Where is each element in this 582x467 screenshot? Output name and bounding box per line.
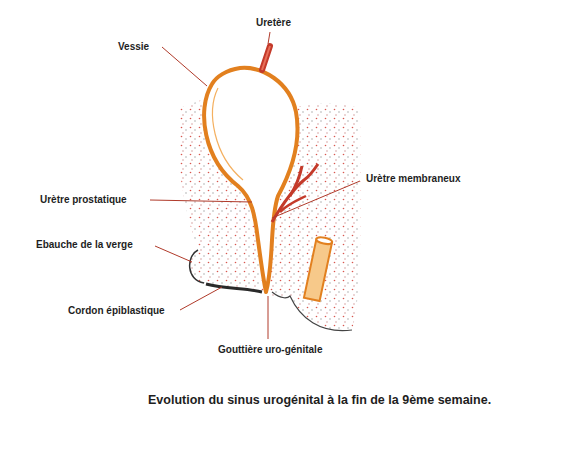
leader-line (155, 246, 192, 262)
ureter (262, 46, 270, 70)
bladder-inner (213, 88, 243, 180)
leader-line (268, 32, 270, 44)
rectum-cylinder (304, 236, 333, 301)
organ-label: Vessie (118, 41, 149, 53)
part-label: Cordon épiblastique (68, 305, 165, 317)
leader-line (162, 47, 207, 86)
penis-bud-outline (190, 250, 204, 283)
figure-caption: Evolution du sinus urogénital à la fin d… (148, 392, 548, 408)
ejaculatory-duct (272, 164, 318, 222)
leader-line (268, 296, 269, 339)
leader-line (180, 287, 222, 310)
organ-label: Uretère (256, 17, 291, 29)
part-label: Urètre membraneux (366, 173, 460, 185)
leader-line (272, 181, 360, 218)
part-label: Gouttière uro-génitale (218, 344, 322, 356)
bladder-urethra (204, 68, 298, 292)
part-label: Ebauche de la verge (36, 239, 133, 251)
part-label: Urètre prostatique (40, 194, 127, 206)
leader-line (150, 200, 252, 202)
ureter-lumen (262, 46, 270, 70)
ejaculatory-duct (290, 166, 302, 196)
